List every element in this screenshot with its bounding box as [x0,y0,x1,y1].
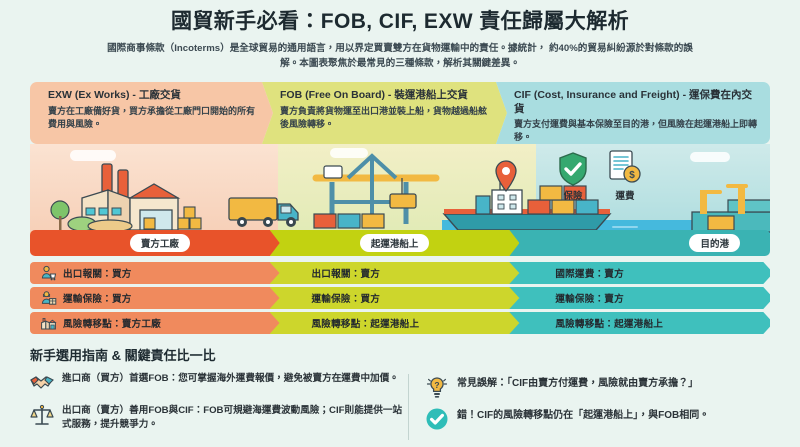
destination-port-illustration [691,184,770,233]
freight-document-icon: $ [609,150,641,183]
term-card-cif-title: CIF (Cost, Insurance and Freight) - 運保費在… [514,89,753,115]
guide-correction: 錯！CIF的風險轉移點仍在「起運港船上」，與FOB相同。 [425,408,770,431]
responsibility-cell-exw-risk: 風險轉移點：賣方工廠 [30,312,280,334]
responsibility-text: 風險轉移點：起運港船上 [311,319,420,330]
lightbulb-question-icon: ? [425,375,449,399]
guide-tip-exporter: 出口商（賣方）善用FOB與CIF：FOB可規避海運費波動風險；CIF則能提供一站… [30,404,408,433]
guide-myth-text: 常見誤解：「CIF由賣方付運費，風險就由賣方承擔？」 [457,378,699,389]
delivery-point-exw: 賣方工廠 [30,230,280,256]
page-title: 國貿新手必看：FOB, CIF, EXW 責任歸屬大解析 [170,10,630,33]
guide-left-column: 進口商（買方）首選FOB：您可掌握海外運費報價，避免被賣方在運費中加價。 出口商… [30,372,408,442]
term-card-cif: CIF (Cost, Insurance and Freight) - 運保費在… [496,82,770,144]
term-cards: EXW (Ex Works) - 工廠交貨 賣方在工廠備好貨，買方承擔從工廠門口… [30,82,770,144]
column-divider [408,374,409,440]
insurance-shield-icon [559,152,587,186]
delivery-point-cif-label: 目的港 [689,234,740,252]
responsibility-cell-fob-customs: 出口報關：賣方 [269,262,520,284]
delivery-point-bar: 賣方工廠 起運港船上 目的港 [30,230,771,256]
header: 國貿新手必看：FOB, CIF, EXW 責任歸屬大解析 國際商事條款（Inco… [0,0,800,72]
term-card-exw-title: EXW (Ex Works) - 工廠交貨 [48,89,181,101]
cloud-icon [330,148,368,158]
responsibility-text: 風險轉移點：賣方工廠 [63,319,161,330]
guide-correction-text: 錯！CIF的風險轉移點仍在「起運港船上」，與FOB相同。 [457,410,710,421]
guide-tip-text: 進口商（買方）首選FOB：您可掌握海外運費報價，避免被賣方在運費中加價。 [62,373,399,384]
guide-right-column: ? 常見誤解：「CIF由賣方付運費，風險就由賣方承擔？」 錯！CIF的風險轉移點… [425,372,770,442]
subtitle-line-2: 約40%的貿易糾紛源於對條款的誤解。本圖表聚焦於最常見的三種條款，解析其關鍵差異… [280,43,693,70]
term-card-fob-title: FOB (Free On Board) - 裝運港船上交貨 [280,89,468,101]
responsibility-cell-fob-risk: 風險轉移點：起運港船上 [269,312,520,334]
table-row: 出口報關：買方 出口報關：賣方 國際運費：賣方 [30,262,771,284]
responsibility-cell-cif-insurance: 運輸保險：賣方 [509,287,771,309]
responsibility-cell-exw-customs: 出口報關：買方 [30,262,280,284]
delivery-point-exw-label: 賣方工廠 [129,234,190,252]
insurance-label: 保險 [563,191,583,202]
guide-tip-text: 出口商（賣方）善用FOB與CIF：FOB可規避海運費波動風險；CIF則能提供一站… [62,405,403,431]
responsibility-text: 運輸保險：賣方 [555,294,624,305]
guide-panel: 新手選用指南 & 關鍵責任比一比 進口商（買方）首選FOB：您可掌握海外運費報價… [30,345,770,441]
responsibility-text: 風險轉移點：起運港船上 [555,319,664,330]
handshake-icon [30,371,54,395]
svg-text:?: ? [434,380,439,390]
term-card-fob-desc: 賣方負責將貨物運至出口港並裝上船，貨物越過船舷後風險轉移。 [280,105,488,129]
delivery-point-cif: 目的港 [509,230,771,256]
term-card-fob: FOB (Free On Board) - 裝運港船上交貨 賣方負責將貨物運至出… [262,82,507,144]
table-row: 風險轉移點：賣方工廠 風險轉移點：起運港船上 風險轉移點：起運港船上 [30,312,771,334]
scales-icon [30,403,54,427]
responsibility-text: 出口報關：買方 [63,269,132,280]
term-card-cif-desc: 賣方支付運費與基本保險至目的港，但風險在起運港船上即轉移。 [514,119,758,143]
table-row: 運輸保險：買方 運輸保險：買方 運輸保險：賣方 [30,287,771,309]
responsibility-cell-cif-freight: 國際運費：賣方 [509,262,771,284]
responsibility-text: 運輸保險：買方 [311,294,381,305]
responsibility-cell-fob-insurance: 運輸保險：買方 [269,287,520,309]
term-card-exw: EXW (Ex Works) - 工廠交貨 賣方在工廠備好貨，買方承擔從工廠門口… [30,82,273,144]
responsibility-text: 出口報關：賣方 [311,269,381,280]
page-subtitle: 國際商事條款（Incoterms）是全球貿易的通用語言，用以界定買賣雙方在貨物運… [100,42,700,72]
customs-agent-icon [40,265,57,282]
svg-text:$: $ [629,170,635,181]
delivery-point-fob-label: 起運港船上 [359,234,430,252]
responsibility-table: 出口報關：買方 出口報關：賣方 國際運費：賣方 [30,262,771,337]
factory-icon [40,315,57,332]
subtitle-line-1: 國際商事條款（Incoterms）是全球貿易的通用語言，用以界定買賣雙方在貨物運… [107,43,547,55]
delivery-point-fob: 起運港船上 [269,230,520,256]
term-card-exw-desc: 賣方在工廠備好貨，買方承擔從工廠門口開始的所有費用與風險。 [48,105,256,129]
check-circle-icon [425,407,449,431]
responsibility-text: 運輸保險：買方 [63,294,132,305]
port-crane-illustration [312,153,440,229]
factory-illustration [50,163,202,233]
responsibility-cell-exw-insurance: 運輸保險：買方 [30,287,280,309]
guide-myth: ? 常見誤解：「CIF由賣方付運費，風險就由賣方承擔？」 [425,376,770,399]
freight-label: 運費 [615,191,635,202]
cloud-icon [690,152,730,162]
cloud-icon [70,150,116,161]
guide-tip-importer: 進口商（買方）首選FOB：您可掌握海外運費報價，避免被賣方在運費中加價。 [30,372,408,395]
guide-title: 新手選用指南 & 關鍵責任比一比 [30,348,216,363]
responsibility-cell-cif-risk: 風險轉移點：起運港船上 [509,312,771,334]
truck-illustration [228,197,299,227]
map-pin-icon [495,160,517,193]
cargo-ship-illustration [442,179,612,231]
insurance-parcel-icon [40,290,57,307]
responsibility-text: 國際運費：賣方 [555,269,624,280]
